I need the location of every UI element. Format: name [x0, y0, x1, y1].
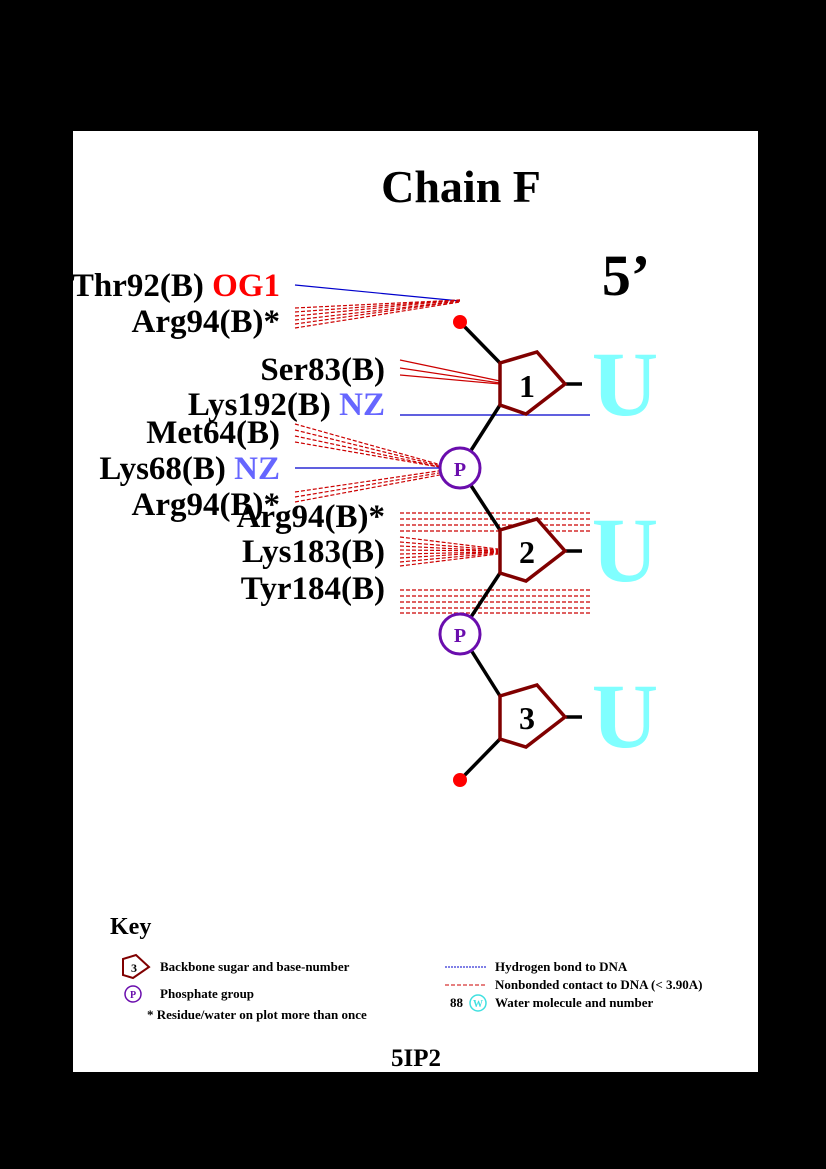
- hbond-line-thr92: [294, 284, 461, 302]
- key-phosphate-icon: P: [124, 985, 142, 1003]
- chart-title: Chain F: [381, 161, 541, 212]
- key-star-text: * Residue/water on plot more than once: [147, 1007, 367, 1022]
- sugar-1-number: 1: [519, 368, 535, 404]
- terminal-atom-5prime: [453, 315, 467, 329]
- base-3: U: [592, 665, 658, 767]
- sugar-2-number: 2: [519, 534, 535, 570]
- pdb-id: 5IP2: [391, 1045, 441, 1072]
- backbone: [458, 320, 582, 782]
- key-sugar-text: Backbone sugar and base-number: [160, 959, 350, 974]
- svg-text:3: 3: [131, 961, 137, 975]
- contact-lines: [294, 284, 590, 614]
- residue-label-lys68: Lys68(B) NZ: [99, 451, 280, 487]
- residue-label-thr92: Thr92(B) OG1: [72, 268, 280, 304]
- key-water-text: Water molecule and number: [495, 995, 654, 1010]
- residue-label-tyr184: Tyr184(B): [241, 571, 385, 607]
- key-section: Key 3 Backbone sugar and base-number P P…: [110, 914, 702, 1022]
- nonbonded-lines-arg94-top: [294, 299, 461, 329]
- residue-label-met64: Met64(B): [146, 415, 280, 451]
- svg-text:P: P: [130, 990, 136, 1001]
- nonbonded-lines-ser83: [399, 359, 501, 385]
- phosphate-2: P: [438, 612, 482, 656]
- key-water-number: 88: [450, 995, 464, 1010]
- terminal-atom-3prime: [453, 773, 467, 787]
- sugar-1: 1: [498, 350, 568, 416]
- phosphate-1: P: [438, 446, 482, 490]
- phosphate-2-label: P: [454, 625, 466, 647]
- sugar-2: 2: [498, 517, 568, 583]
- base-1: U: [592, 333, 658, 435]
- five-prime-label: 5’: [602, 243, 650, 308]
- residue-label-ser83: Ser83(B): [260, 352, 385, 388]
- nonbonded-lines-met64: [294, 423, 446, 469]
- sugar-3-number: 3: [519, 700, 535, 736]
- nonbonded-lines-lower: [399, 512, 590, 614]
- key-phosphate-text: Phosphate group: [160, 986, 254, 1001]
- residue-label-lys183: Lys183(B): [242, 534, 385, 570]
- sugar-3: 3: [498, 683, 568, 749]
- base-2: U: [592, 499, 658, 601]
- residue-label-arg94-mid: Arg94(B)*: [132, 487, 280, 523]
- residue-labels: Thr92(B) OG1 Arg94(B)* Ser83(B) Lys192(B…: [72, 268, 385, 607]
- nonbonded-lines-arg94-mid: [294, 469, 446, 503]
- key-water-icon: W: [469, 994, 487, 1012]
- key-nonbonded-text: Nonbonded contact to DNA (< 3.90A): [495, 977, 702, 992]
- key-sugar-icon: 3: [122, 953, 151, 980]
- residue-label-arg94-top: Arg94(B)*: [132, 304, 280, 340]
- phosphate-1-label: P: [454, 459, 466, 481]
- residue-label-arg94-low: Arg94(B)*: [237, 499, 385, 535]
- key-title: Key: [110, 914, 151, 940]
- svg-text:W: W: [473, 999, 483, 1010]
- key-hbond-text: Hydrogen bond to DNA: [495, 959, 628, 974]
- residue-label-lys192: Lys192(B) NZ: [188, 387, 385, 423]
